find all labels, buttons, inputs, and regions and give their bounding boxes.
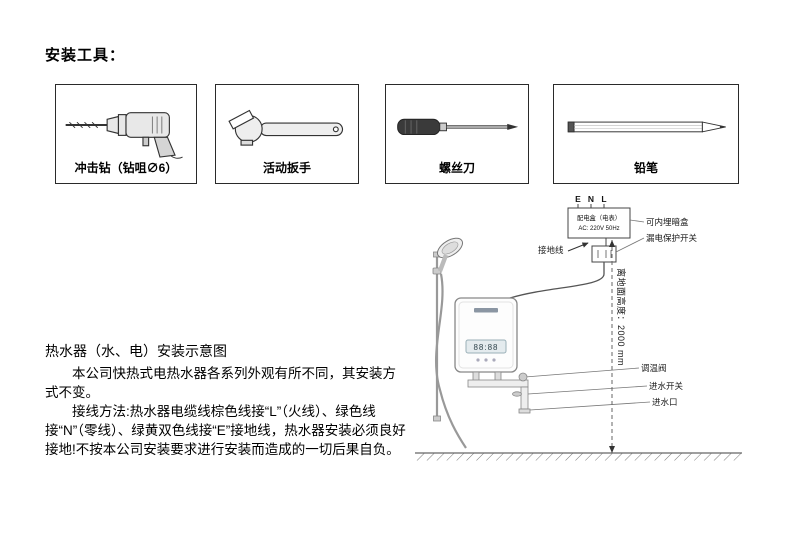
tool-label-wrench: 活动扳手 xyxy=(262,161,311,175)
wire-label-n: N xyxy=(588,194,594,204)
heater-logo xyxy=(474,308,498,313)
tool-card-screwdriver: 螺丝刀 xyxy=(385,84,529,184)
wire-labels: E N L xyxy=(575,194,606,204)
label-inlet-switch: 进水开关 xyxy=(649,381,684,391)
temp-valve xyxy=(518,372,528,382)
power-box-line1: 配电盒（电表） xyxy=(577,213,621,222)
shower-head xyxy=(436,237,464,272)
label-temp-valve: 调温阀 xyxy=(641,363,667,373)
leakage-switch xyxy=(591,245,617,263)
leader-lines xyxy=(524,219,651,411)
tool-label-pencil: 铅笔 xyxy=(633,161,658,175)
tool-label-screwdriver: 螺丝刀 xyxy=(438,161,475,175)
supply-cable xyxy=(509,262,605,299)
screwdriver-icon xyxy=(386,89,528,161)
diagram-drawing: E N L 配电盒（电表） AC: 220V 50Hz xyxy=(415,194,742,461)
tool-card-impact-drill: 冲击钻（钻咀∅6） xyxy=(55,84,197,184)
tools-section-title: 安装工具： xyxy=(45,47,126,64)
plumbing xyxy=(467,371,531,414)
label-water-inlet: 进水口 xyxy=(652,397,678,407)
shower-hose xyxy=(434,273,467,449)
wrench-icon xyxy=(216,89,358,161)
ground-wire-arrow xyxy=(567,242,589,252)
instruction-paragraph-2: 接线方法:热水器电缆线棕色线接“L”（火线）、绿色线接“N”（零线）、绿黄双色线… xyxy=(45,404,406,457)
height-dimension-line xyxy=(609,240,615,453)
instruction-paragraph-1: 本公司快热式电热水器各系列外观有所不同，其安装方式不变。 xyxy=(45,366,396,400)
wire-label-e: E xyxy=(575,194,581,204)
impact-drill-icon xyxy=(56,89,196,161)
diagram-heading: 热水器（水、电）安装示意图 xyxy=(45,343,227,359)
label-hidden-box: 可内埋暗盒 xyxy=(646,217,689,227)
tool-card-pencil: 铅笔 xyxy=(553,84,739,184)
heater-button xyxy=(476,358,480,362)
tool-card-wrench: 活动扳手 xyxy=(215,84,359,184)
heater-display-digits: 88:88 xyxy=(473,343,498,352)
tool-label-impact-drill: 冲击钻（钻咀∅6） xyxy=(74,161,178,175)
label-height-from-ground: 离地面高度：2000 mm xyxy=(616,268,626,367)
heater-display xyxy=(465,339,507,354)
water-inlet-port xyxy=(518,408,531,414)
inlet-switch-valve xyxy=(512,391,522,397)
power-box-line2: AC: 220V 50Hz xyxy=(578,226,619,232)
label-leakage-switch: 漏电保护开关 xyxy=(646,233,698,243)
power-distribution-box: 配电盒（电表） AC: 220V 50Hz xyxy=(567,207,631,239)
pencil-icon xyxy=(554,89,738,161)
wire-label-l: L xyxy=(601,194,606,204)
wire-ticks xyxy=(577,204,605,208)
ground-line xyxy=(415,452,742,461)
heater-button xyxy=(484,358,488,362)
heater-button xyxy=(492,358,496,362)
installation-instructions: 热水器（水、电）安装示意图 本公司快热式电热水器各系列外观有所不同，其安装方式不… xyxy=(45,341,409,459)
water-heater-unit: 88:88 xyxy=(454,297,518,373)
installation-diagram: E N L 配电盒（电表） AC: 220V 50Hz xyxy=(410,190,760,495)
label-ground-wire: 接地线 xyxy=(538,245,564,255)
